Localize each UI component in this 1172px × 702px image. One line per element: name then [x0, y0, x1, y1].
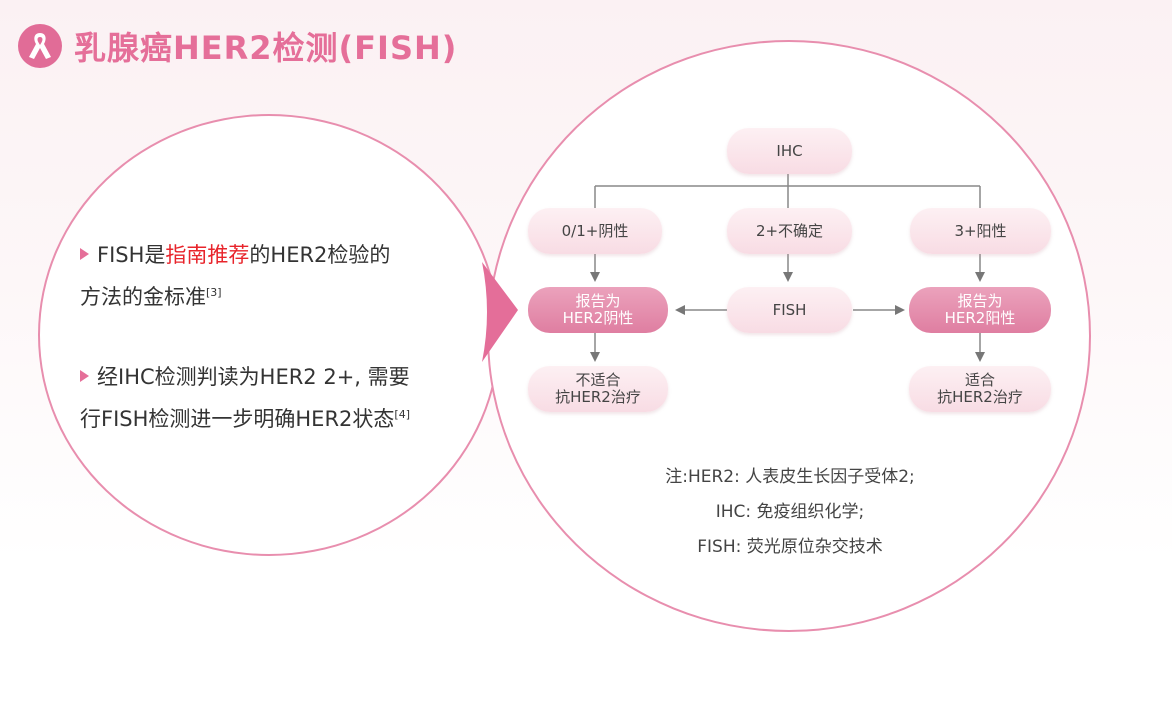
left-circle — [38, 114, 500, 556]
not-suitable-node: 不适合 抗HER2治疗 — [528, 366, 668, 412]
connector-wedge — [482, 262, 518, 362]
bullet-text: FISH是 — [97, 243, 166, 267]
bullet-text: 行FISH检测进一步明确HER2状态 — [80, 407, 395, 431]
bullet-highlight: 指南推荐 — [165, 243, 250, 267]
bullet-ihc-fish: 经IHC检测判读为HER2 2+, 需要 行FISH检测进一步明确HER2状态[… — [80, 358, 470, 438]
report-negative-node: 报告为 HER2阴性 — [528, 287, 668, 333]
node-label: 3+阳性 — [954, 221, 1007, 240]
node-label: 不适合 — [575, 371, 621, 389]
page-title: 乳腺癌HER2检测(FISH) — [74, 29, 458, 67]
negative-node: 0/1+阴性 — [528, 208, 662, 254]
suitable-node: 适合 抗HER2治疗 — [909, 366, 1051, 412]
report-positive-node: 报告为 HER2阳性 — [909, 287, 1051, 333]
header: 乳腺癌HER2检测(FISH) — [18, 18, 457, 74]
positive-node: 3+阳性 — [910, 208, 1051, 254]
bullet-line: 经IHC检测判读为HER2 2+, 需要 — [80, 358, 470, 396]
note-her2: 注:HER2: 人表皮生长因子受体2; — [665, 467, 915, 487]
fish-node: FISH — [727, 287, 852, 333]
ribbon-icon — [18, 24, 62, 68]
reference-marker: [3] — [206, 286, 222, 299]
uncertain-node: 2+不确定 — [727, 208, 852, 254]
node-label: IHC — [776, 141, 803, 160]
note-fish: FISH: 荧光原位杂交技术 — [697, 537, 883, 557]
node-label: HER2阴性 — [562, 309, 634, 327]
bullet-line: 行FISH检测进一步明确HER2状态[4] — [80, 396, 470, 438]
node-label: 适合 — [964, 371, 995, 389]
bullet-triangle-icon — [80, 248, 89, 260]
node-label: 报告为 — [575, 292, 621, 310]
reference-marker: [4] — [394, 408, 410, 421]
node-label: FISH — [772, 300, 807, 319]
node-label: 抗HER2治疗 — [937, 388, 1023, 406]
node-label: 抗HER2治疗 — [555, 388, 641, 406]
bullet-line: 方法的金标准[3] — [80, 274, 470, 316]
node-label: 0/1+阴性 — [561, 221, 629, 240]
bullet-text: 方法的金标准 — [80, 285, 206, 309]
bullet-triangle-icon — [80, 370, 89, 382]
bullet-text: 经IHC检测判读为HER2 2+, 需要 — [97, 365, 410, 389]
node-label: HER2阳性 — [944, 309, 1016, 327]
node-label: 报告为 — [957, 292, 1003, 310]
note-ihc: IHC: 免疫组织化学; — [715, 502, 865, 522]
bullet-line: FISH是指南推荐的HER2检验的 — [80, 236, 470, 274]
bullet-text: 的HER2检验的 — [249, 243, 391, 267]
ihc-node: IHC — [727, 128, 852, 174]
node-label: 2+不确定 — [755, 221, 824, 240]
bullet-fish-gold-standard: FISH是指南推荐的HER2检验的 方法的金标准[3] — [80, 236, 470, 316]
